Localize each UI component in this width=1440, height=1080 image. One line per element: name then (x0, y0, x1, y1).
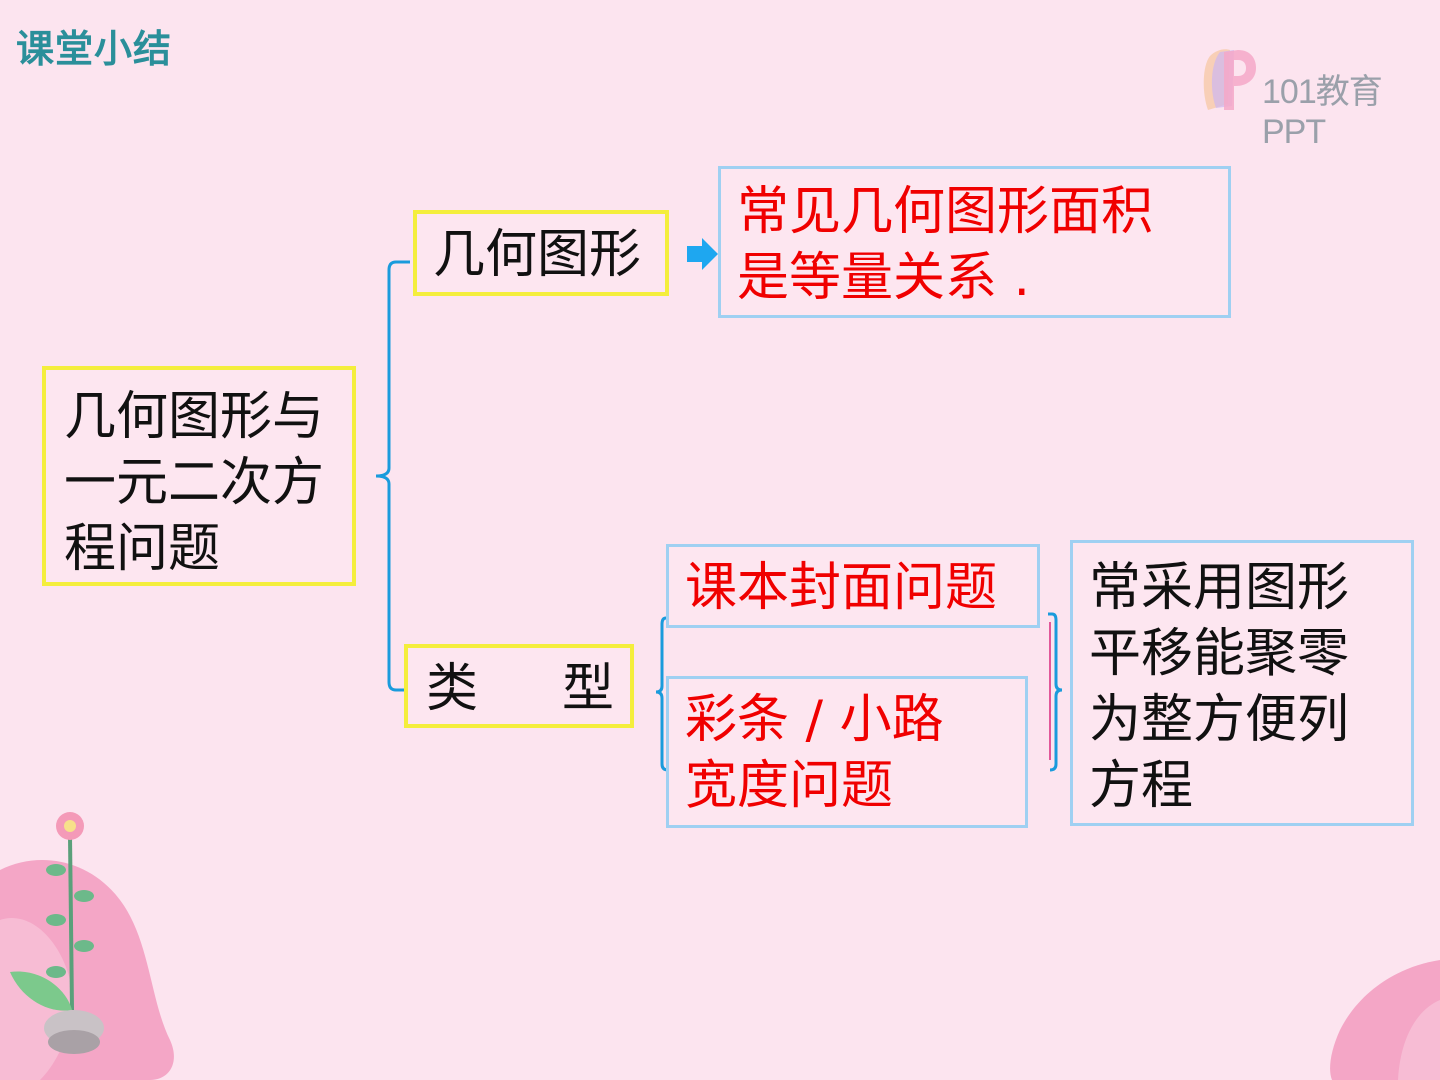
branch-geometry-label: 几何图形 (433, 225, 642, 285)
type-strip-line-2: 宽度问题 (685, 756, 894, 816)
right-arrow-icon (687, 238, 718, 270)
branch-type-label-right: 型 (562, 659, 615, 719)
type-strip-box: 彩条 / 小路 宽度问题 (666, 676, 1028, 828)
result-type-line-3: 为整方便列 (1089, 690, 1350, 750)
corner-blob-decoration (1330, 960, 1440, 1080)
result-geometry-box: 常见几何图形面积 是等量关系 . (718, 166, 1231, 318)
root-line-3: 程问题 (64, 519, 221, 579)
result-geometry-line-1: 常见几何图形面积 (737, 182, 1154, 242)
section-title: 课堂小结 (16, 27, 173, 71)
root-topic-box: 几何图形与 一元二次方 程问题 (42, 366, 356, 586)
branch-type-label-left: 类 (426, 659, 479, 719)
root-line-1: 几何图形与 (64, 387, 325, 447)
brand-logo: 101教育PPT (1198, 44, 1428, 151)
result-geometry-line-2: 是等量关系 . (737, 248, 1031, 308)
logo-text: 101教育PPT (1262, 73, 1383, 151)
branch-geometry-box: 几何图形 (413, 210, 669, 296)
result-type-line-2: 平移能聚零 (1089, 624, 1350, 684)
result-type-box: 常采用图形 平移能聚零 为整方便列 方程 (1070, 540, 1414, 826)
type-cover-box: 课本封面问题 (666, 544, 1040, 628)
result-type-line-4: 方程 (1089, 756, 1194, 816)
flower-decoration-icon (0, 812, 174, 1080)
branch-type-box: 类型 (404, 644, 634, 728)
type-cover-label: 课本封面问题 (685, 558, 998, 618)
p-logo-icon (1203, 49, 1256, 110)
type-bracket (655, 616, 672, 772)
type-strip-line-1: 彩条 / 小路 (685, 690, 944, 750)
result-type-line-1: 常采用图形 (1089, 558, 1350, 618)
result-bracket (1048, 612, 1063, 772)
main-bracket (375, 260, 410, 692)
root-line-2: 一元二次方 (64, 453, 325, 513)
